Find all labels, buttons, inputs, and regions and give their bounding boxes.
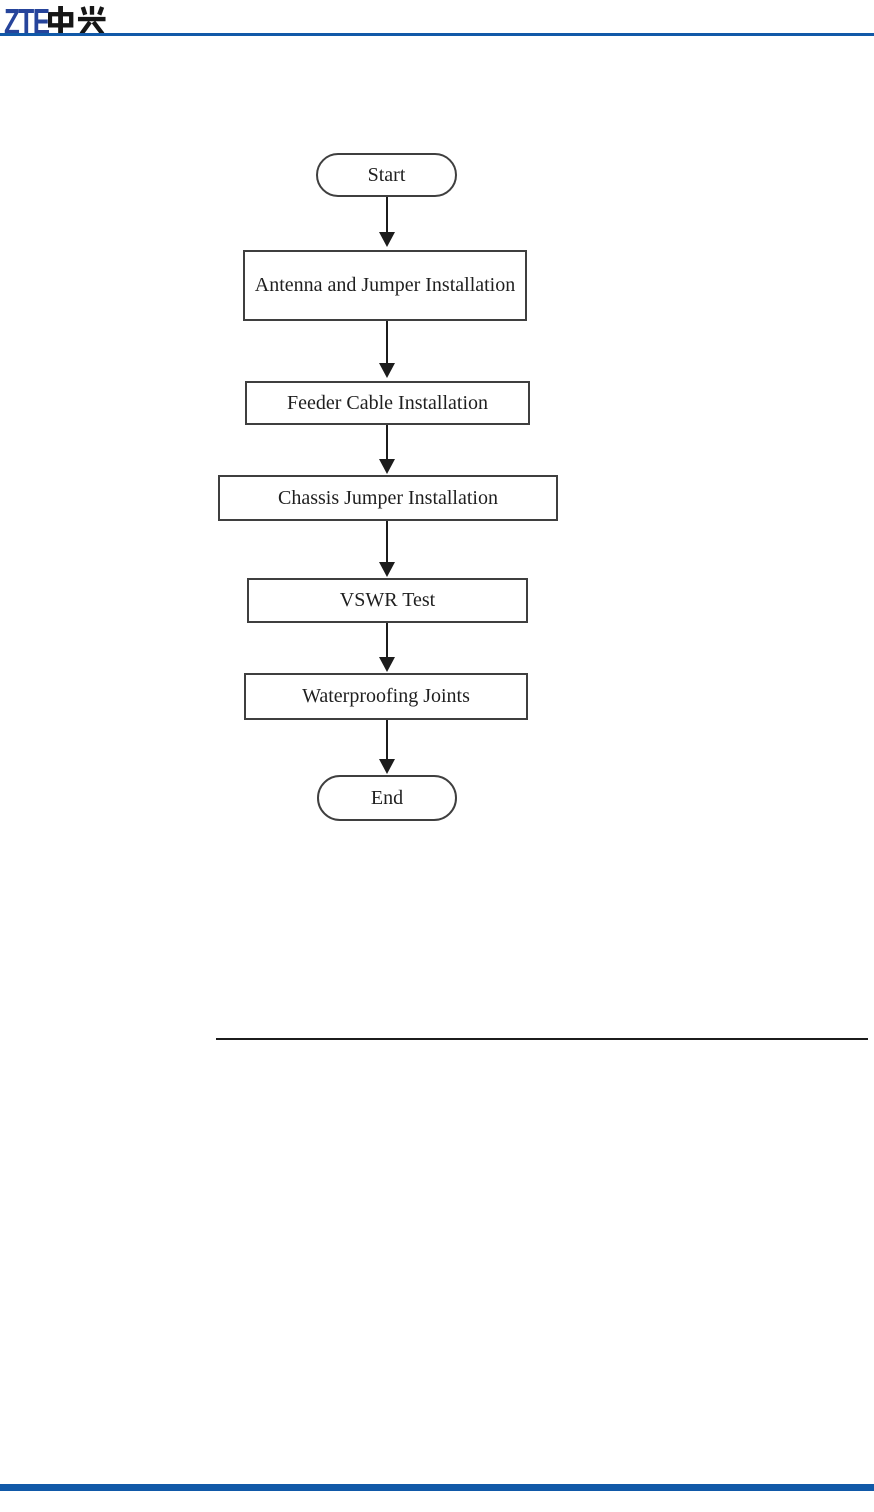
flow-node-label: Feeder Cable Installation [286, 391, 489, 414]
arrow-down-icon [379, 657, 395, 672]
flow-node-waterproofing-joints: Waterproofing Joints [244, 673, 528, 720]
arrow-line [386, 425, 388, 459]
flow-node-feeder-cable-installation: Feeder Cable Installation [245, 381, 530, 425]
arrow-line [386, 720, 388, 759]
flow-arrow-5 [379, 623, 395, 672]
arrow-down-icon [379, 759, 395, 774]
header-rule [0, 33, 874, 36]
zte-logo-text: ZTE [4, 1, 50, 42]
arrow-down-icon [379, 232, 395, 247]
footer-bar [0, 1484, 874, 1491]
flow-node-end: End [317, 775, 457, 821]
arrow-line [386, 623, 388, 657]
flow-arrow-6 [379, 720, 395, 774]
flow-node-vswr-test: VSWR Test [247, 578, 528, 623]
flow-node-label: End [370, 786, 404, 809]
flow-node-label: Waterproofing Joints [302, 685, 470, 708]
zhongxing-logo-glyphs [48, 6, 106, 35]
arrow-down-icon [379, 459, 395, 474]
flow-node-label: Antenna and Jumper Installation [254, 274, 516, 297]
flow-arrow-3 [379, 425, 395, 474]
flow-node-antenna-jumper-installation: Antenna and Jumper Installation [243, 250, 527, 321]
flow-node-start: Start [316, 153, 457, 197]
footnote-divider-rule [216, 1038, 868, 1040]
flow-node-label: Chassis Jumper Installation [278, 486, 498, 509]
flow-node-chassis-jumper-installation: Chassis Jumper Installation [218, 475, 558, 521]
arrow-line [386, 197, 388, 232]
flow-arrow-4 [379, 521, 395, 577]
flow-node-label: VSWR Test [339, 589, 436, 612]
arrow-down-icon [379, 562, 395, 577]
flow-node-label: Start [367, 163, 406, 186]
arrow-line [386, 521, 388, 562]
flow-arrow-1 [379, 197, 395, 247]
flow-arrow-2 [379, 321, 395, 378]
arrow-line [386, 321, 388, 363]
zte-logo: ZTE [4, 1, 106, 42]
arrow-down-icon [379, 363, 395, 378]
